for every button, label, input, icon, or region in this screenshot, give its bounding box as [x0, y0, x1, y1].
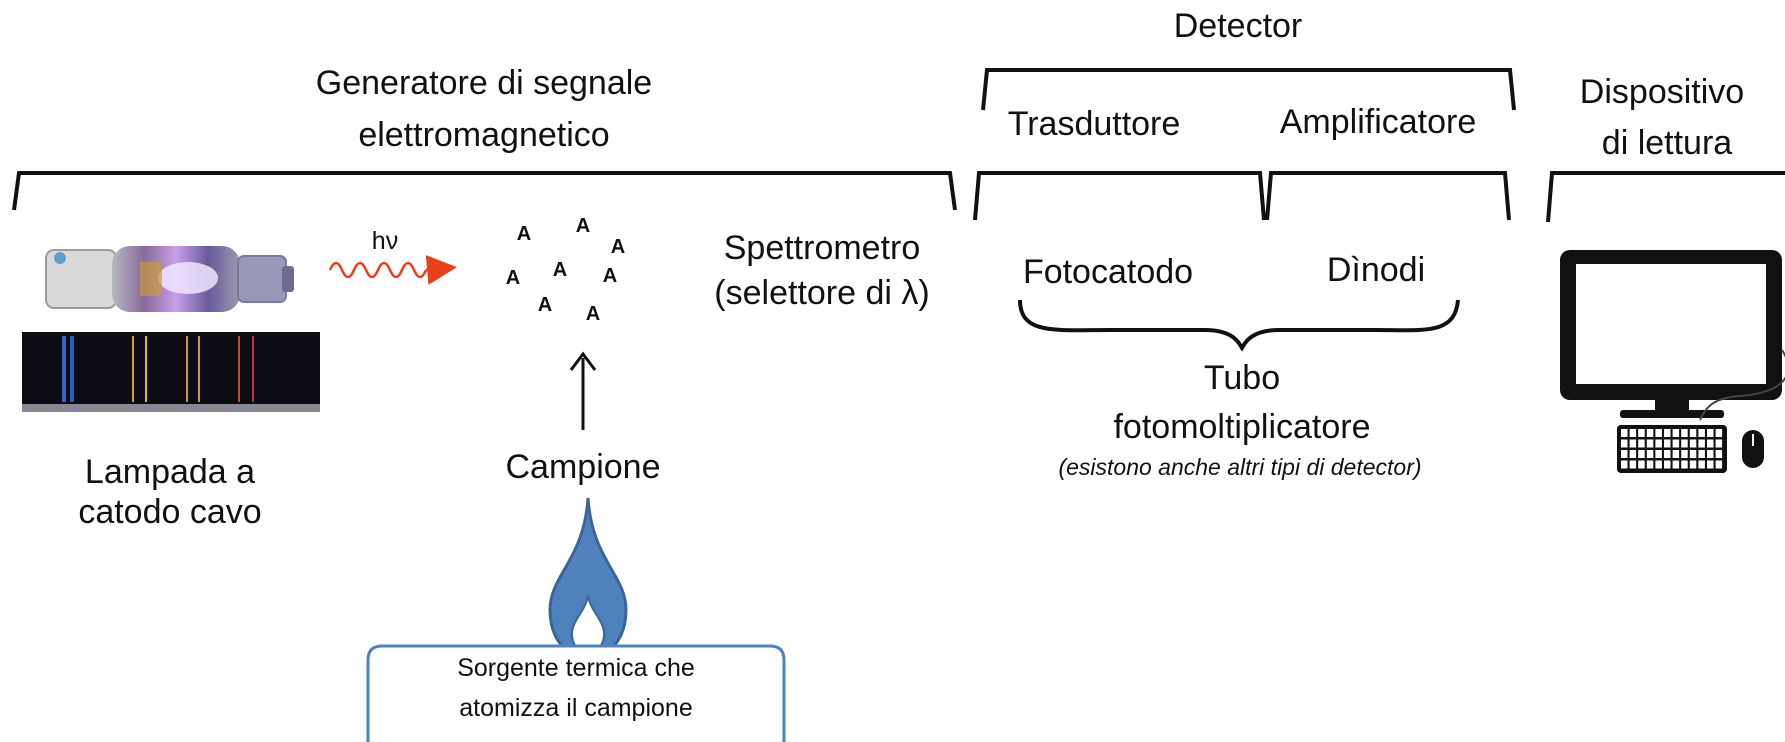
transducer-label: Trasduttore	[1008, 105, 1181, 143]
flame-icon	[548, 497, 628, 660]
atom-letter: A	[576, 215, 590, 237]
readout-title-line2: di lettura	[1602, 124, 1732, 162]
photocathode-label: Fotocatodo	[1023, 253, 1193, 291]
atom-letter: A	[506, 267, 520, 289]
lamp-label-line2: catodo cavo	[78, 493, 261, 531]
dynodes-label: Dìnodi	[1327, 251, 1425, 289]
sample-label: Campione	[506, 448, 661, 486]
spectral-line	[198, 336, 200, 402]
lamp-label-line1: Lampada a	[85, 453, 255, 491]
generator-bracket	[12, 171, 957, 211]
spectral-line	[238, 336, 240, 402]
spectral-line	[62, 336, 66, 402]
photon-wave-icon	[328, 261, 428, 279]
photomultiplier-line2: fotomoltiplicatore	[1113, 408, 1370, 446]
atom-letter: A	[553, 259, 567, 281]
generator-title-line1: Generatore di segnale	[316, 64, 652, 102]
thermal-source-line2: atomizza il campione	[459, 694, 692, 722]
spectral-line	[145, 336, 147, 402]
atom-letter: A	[586, 303, 600, 325]
readout-bracket	[1546, 171, 1785, 223]
transducer-bracket	[973, 171, 1266, 221]
spectral-line	[186, 336, 188, 402]
amplifier-label: Amplificatore	[1280, 103, 1477, 141]
readout-title-line1: Dispositivo	[1580, 73, 1744, 111]
amplifier-bracket	[1265, 171, 1511, 221]
photon-arrow	[425, 254, 457, 285]
atom-cloud: A A A A A A A A	[506, 215, 625, 325]
hollow-cathode-lamp-image	[45, 246, 294, 312]
atom-letter: A	[517, 223, 531, 245]
thermal-source-callout	[366, 644, 786, 742]
atom-letter: A	[611, 236, 625, 258]
detector-bracket	[981, 68, 1516, 111]
photomultiplier-brace	[1018, 299, 1460, 352]
sample-arrow-head	[569, 351, 597, 371]
emission-spectrum-image	[22, 332, 320, 412]
generator-title-line2: elettromagnetico	[358, 116, 609, 154]
computer-icon	[1560, 250, 1785, 473]
atom-letter: A	[538, 294, 552, 316]
spectral-line	[70, 336, 74, 402]
atom-letter: A	[603, 265, 617, 287]
thermal-source-line1: Sorgente termica che	[457, 654, 695, 682]
detector-note: (esistono anche altri tipi di detector)	[1058, 454, 1421, 480]
spectral-line	[252, 336, 254, 402]
photomultiplier-line1: Tubo	[1204, 359, 1280, 397]
photon-label: hν	[372, 227, 398, 255]
spectrometer-label-line1: Spettrometro	[724, 229, 921, 267]
spectrometer-label-line2: (selettore di λ)	[714, 274, 929, 312]
spectral-line	[132, 336, 134, 402]
detector-title: Detector	[1174, 7, 1303, 45]
